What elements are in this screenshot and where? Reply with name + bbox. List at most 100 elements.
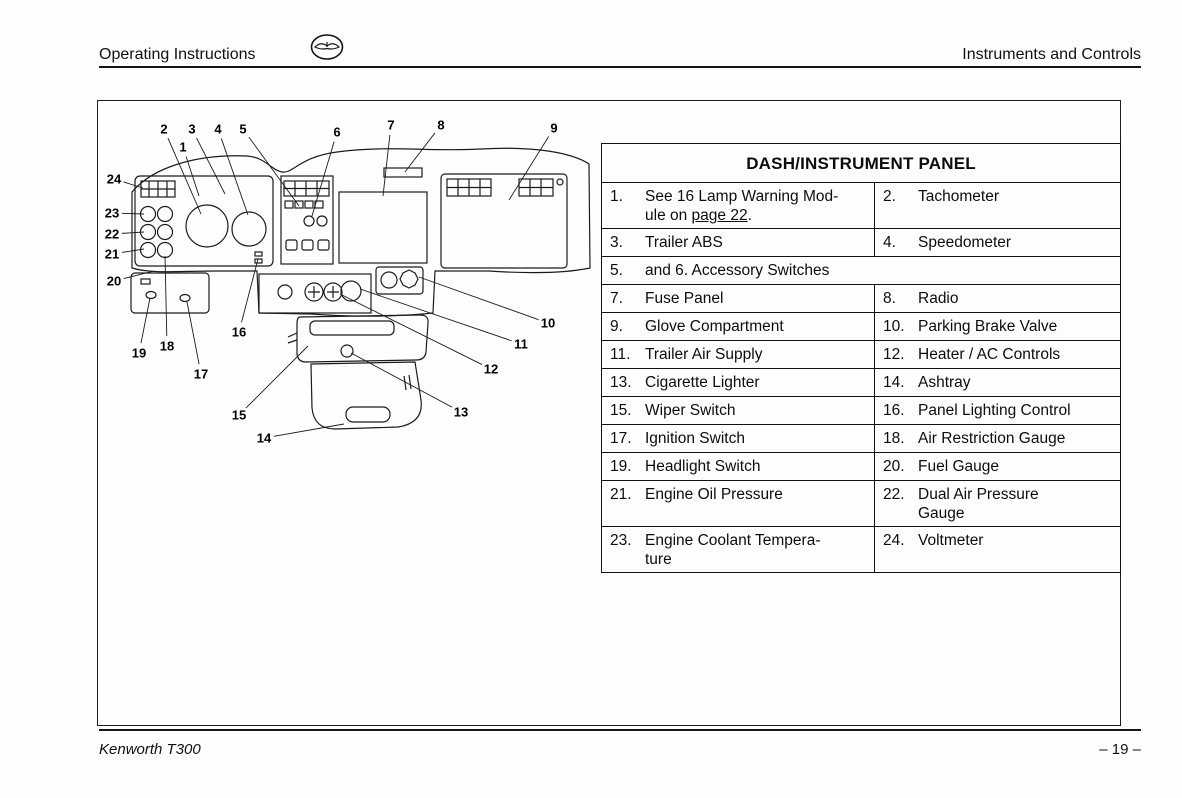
item-number: 24. — [883, 532, 905, 549]
item-number: 23. — [610, 532, 632, 549]
table-cell: 12.Heater / AC Controls — [873, 340, 1122, 369]
header-rule — [99, 66, 1141, 68]
gauge-cluster — [134, 175, 274, 267]
callout-leader-line — [273, 423, 345, 437]
item-number: 15. — [610, 402, 632, 419]
table-cell: 14.Ashtray — [873, 368, 1122, 397]
table-cell: 5.and 6. Accessory Switches — [600, 256, 1122, 285]
table-row: 15. Wiper Switch 16.Panel Lighting Control — [601, 396, 1122, 425]
callout-number: 24 — [107, 172, 122, 187]
table-cell: 13.Cigarette Lighter — [601, 368, 875, 397]
table-cell: 11.Trailer Air Supply — [601, 340, 875, 369]
radio-slot — [383, 167, 423, 178]
item-number: 20. — [883, 458, 905, 475]
item-number: 9. — [610, 318, 623, 335]
callout-leader-line — [359, 288, 512, 342]
panel-lighting-control — [254, 251, 263, 257]
table-cell: 23. Engine Coolant Tempera-ture — [601, 526, 875, 573]
item-number: 10. — [883, 318, 905, 335]
item-number: 2. — [883, 188, 896, 205]
item-number: 7. — [610, 290, 623, 307]
item-number: 19. — [610, 458, 632, 475]
callout-leader-line — [121, 248, 145, 253]
item-label: Speedometer — [918, 234, 1012, 251]
table-row: 9. Glove Compartment 10.Parking Brake Valv… — [601, 312, 1122, 341]
table-cell: 3.Trailer ABS — [601, 228, 875, 257]
callout-number: 17 — [194, 367, 208, 382]
item-label: Radio — [918, 290, 959, 307]
ignition-switch — [179, 293, 191, 303]
item-number: 13. — [610, 374, 632, 391]
callout-leader-line — [140, 297, 151, 344]
table-cell: 1. See 16 Lamp Warning Mod-ule on page 22… — [601, 182, 875, 229]
item-label: Air Restriction Gauge — [918, 430, 1066, 447]
trailer-air-supply-knob — [340, 280, 362, 302]
table-cell: 20. Fuel Gauge — [873, 452, 1122, 481]
dashboard-line-art — [130, 147, 591, 430]
fuse-panel — [338, 191, 428, 264]
callout-leader-line — [121, 212, 145, 215]
item-label: Fuel Gauge — [918, 458, 999, 475]
heater-ac-panel — [258, 273, 372, 314]
item-label: See 16 Lamp Warning Mod-ule on page 22. — [645, 188, 839, 224]
lower-left-switch-panel — [130, 272, 210, 314]
item-number: 17. — [610, 430, 632, 447]
tachometer-gauge — [185, 204, 229, 248]
parking-brake-valve — [399, 269, 419, 289]
callout-number: 5 — [239, 122, 246, 137]
item-number: 1. — [610, 188, 623, 205]
item-number: 21. — [610, 486, 632, 503]
callout-number: 11 — [514, 337, 528, 352]
callout-number: 8 — [437, 118, 444, 133]
callout-leader-line — [123, 270, 155, 280]
item-number: 22. — [883, 486, 905, 503]
headlight-switch — [145, 290, 157, 300]
item-label: Engine Coolant Tempera-ture — [645, 532, 821, 568]
callout-number: 14 — [257, 431, 272, 446]
fuel-gauge — [156, 241, 174, 259]
table-cell: 17. Ignition Switch — [601, 424, 875, 453]
callout-number: 2 — [160, 122, 167, 137]
callout-leader-line — [311, 141, 335, 217]
callout-leader-line — [241, 258, 259, 323]
item-label: Voltmeter — [918, 532, 984, 549]
callout-leader-line — [404, 132, 436, 173]
small-gauge — [156, 205, 174, 223]
item-number: 3. — [610, 234, 623, 251]
wiper-switch-stalk — [287, 332, 298, 344]
page-number: – 19 – — [1099, 741, 1141, 758]
table-cell: 16.Panel Lighting Control — [873, 396, 1122, 425]
callout-number: 22 — [105, 227, 119, 242]
item-label: Ashtray — [918, 374, 971, 391]
speedometer-gauge — [231, 211, 267, 247]
item-label: Wiper Switch — [645, 402, 736, 419]
item-label: Fuse Panel — [645, 290, 724, 307]
callout-number: 3 — [188, 122, 195, 137]
callout-number: 7 — [387, 118, 394, 133]
table-cell: 10.Parking Brake Valve — [873, 312, 1122, 341]
page-22-link[interactable]: page 22 — [691, 207, 748, 224]
callout-number: 19 — [132, 346, 146, 361]
item-number: 18. — [883, 430, 905, 447]
callout-leader-line — [508, 136, 550, 201]
item-label: Headlight Switch — [645, 458, 761, 475]
table-cell: 7. Fuse Panel — [601, 284, 875, 313]
callout-number: 21 — [105, 247, 119, 262]
callout-number: 20 — [107, 274, 121, 289]
ashtray — [345, 406, 391, 423]
table-row: 17. Ignition Switch 18. Air Restriction Gau… — [601, 424, 1122, 453]
panel-table: DASH/INSTRUMENT PANEL 1.See 16 Lamp Warn… — [600, 143, 1122, 573]
callout-number: 18 — [160, 339, 174, 354]
item-number: 12. — [883, 346, 905, 363]
callout-number: 1 — [179, 140, 186, 155]
item-label: Ignition Switch — [645, 430, 745, 447]
callout-leader-line — [418, 276, 539, 321]
item-label: Glove Compartment — [645, 318, 784, 335]
table-cell: 21.Engine Oil Pressure — [601, 480, 875, 527]
callout-leader-line — [186, 301, 200, 365]
